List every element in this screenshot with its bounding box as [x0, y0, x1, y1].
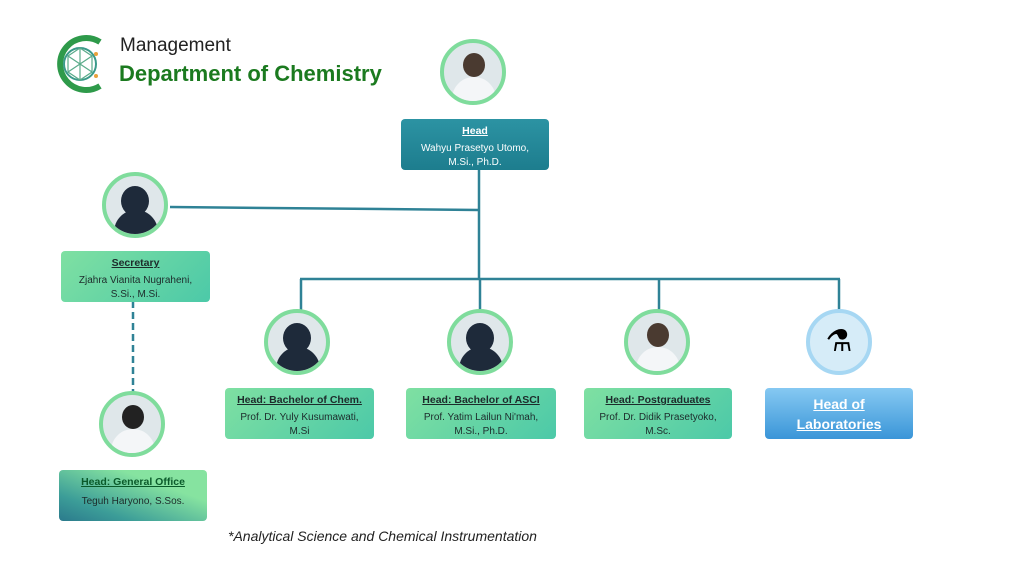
- chem-photo: [264, 309, 330, 375]
- office-photo: [99, 391, 165, 457]
- secretary-role: Secretary: [111, 257, 160, 269]
- asci-role: Head: Bachelor of ASCI: [422, 394, 540, 406]
- logo: [50, 34, 106, 94]
- chem-node: Head: Bachelor of Chem. Prof. Dr. Yuly K…: [225, 388, 374, 439]
- head-name: Wahyu Prasetyo Utomo, M.Si., Ph.D.: [420, 143, 529, 168]
- post-node: Head: Postgraduates Prof. Dr. Didik Pras…: [584, 388, 732, 439]
- chem-role: Head: Bachelor of Chem.: [237, 394, 362, 406]
- post-name: Prof. Dr. Didik Prasetyoko, M.Sc.: [599, 412, 717, 437]
- head-node: Head Wahyu Prasetyo Utomo, M.Si., Ph.D.: [401, 119, 549, 170]
- secretary-node: Secretary Zjahra Vianita Nugraheni, S.Si…: [61, 251, 210, 302]
- secretary-photo: [102, 172, 168, 238]
- secretary-name: Zjahra Vianita Nugraheni, S.Si., M.Si.: [78, 275, 193, 300]
- post-role: Head: Postgraduates: [605, 394, 711, 406]
- head-photo: [440, 39, 506, 105]
- asci-node: Head: Bachelor of ASCI Prof. Yatim Lailu…: [406, 388, 556, 439]
- footnote: *Analytical Science and Chemical Instrum…: [228, 528, 537, 544]
- office-name: Teguh Haryono, S.Sos.: [81, 496, 185, 507]
- office-node: Head: General Office Teguh Haryono, S.So…: [59, 470, 207, 521]
- asci-photo: [447, 309, 513, 375]
- lab-role[interactable]: Head of Laboratories: [796, 396, 882, 432]
- head-role: Head: [462, 125, 488, 137]
- laboratory-flask-icon: ⚗: [806, 309, 872, 375]
- asci-name: Prof. Yatim Lailun Ni'mah, M.Si., Ph.D.: [423, 412, 539, 437]
- lab-node[interactable]: Head of Laboratories: [765, 388, 913, 439]
- page-title: Department of Chemistry: [119, 61, 382, 86]
- post-photo: [624, 309, 690, 375]
- chem-name: Prof. Dr. Yuly Kusumawati, M.Si: [240, 412, 359, 437]
- header-subtitle: Management: [120, 35, 231, 56]
- office-role: Head: General Office: [81, 476, 185, 488]
